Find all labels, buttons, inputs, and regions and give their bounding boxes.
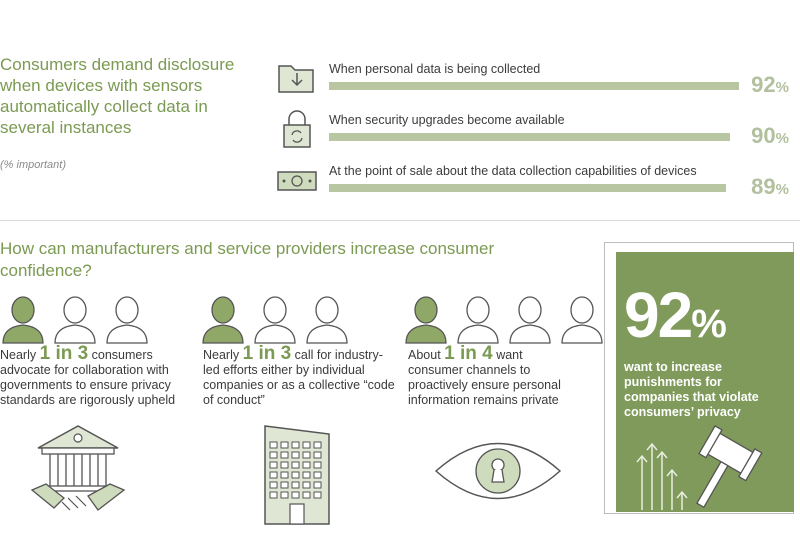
stat-label: At the point of sale about the data coll… <box>329 164 697 178</box>
people-row-1 <box>0 295 200 345</box>
people-row-3 <box>403 295 603 345</box>
person-outline-icon <box>52 295 98 345</box>
stat-row-personal-data: When personal data is being collected 92… <box>275 56 795 104</box>
group-text-consumer-channels: About 1 in 4 want consumer channels to p… <box>408 343 561 407</box>
stat-label: When security upgrades become available <box>329 113 565 127</box>
person-outline-icon <box>455 295 501 345</box>
padlock-refresh-icon <box>275 107 319 151</box>
highlight-text: want to increase punishments for compani… <box>624 360 759 419</box>
person-outline-icon <box>104 295 150 345</box>
eye-keyhole-icon <box>432 430 564 512</box>
stat-bar <box>329 82 739 90</box>
person-filled-icon <box>403 295 449 345</box>
gavel-rising-arrows-icon <box>620 420 792 512</box>
group-text-government: Nearly 1 in 3 consumers advocate for col… <box>0 343 176 407</box>
folder-download-icon <box>275 56 319 100</box>
section-title-disclosure: Consumers demand disclosure when devices… <box>0 55 235 137</box>
stat-row-point-of-sale: At the point of sale about the data coll… <box>275 158 795 206</box>
stat-bar <box>329 184 726 192</box>
stat-percent: 89% <box>751 174 789 199</box>
section-divider <box>0 220 800 221</box>
section-title-confidence: How can manufacturers and service provid… <box>0 239 495 280</box>
group-text-industry: Nearly 1 in 3 call for industry-led effo… <box>203 343 395 407</box>
person-outline-icon <box>304 295 350 345</box>
stat-bar <box>329 133 730 141</box>
stat-label: When personal data is being collected <box>329 62 541 76</box>
section-subtitle: (% important) <box>0 159 67 171</box>
government-handshake-icon <box>28 418 128 528</box>
stat-percent: 92% <box>751 72 789 97</box>
person-filled-icon <box>200 295 246 345</box>
highlight-panel <box>616 252 794 512</box>
stat-percent: 90% <box>751 123 789 148</box>
office-building-icon <box>262 420 332 528</box>
people-row-2 <box>200 295 400 345</box>
person-outline-icon <box>507 295 553 345</box>
highlight-percent: 92% <box>624 279 727 351</box>
person-outline-icon <box>252 295 298 345</box>
stat-row-security-upgrades: When security upgrades become available … <box>275 107 795 155</box>
person-filled-icon <box>0 295 46 345</box>
banknote-icon <box>275 158 319 202</box>
person-outline-icon <box>559 295 605 345</box>
